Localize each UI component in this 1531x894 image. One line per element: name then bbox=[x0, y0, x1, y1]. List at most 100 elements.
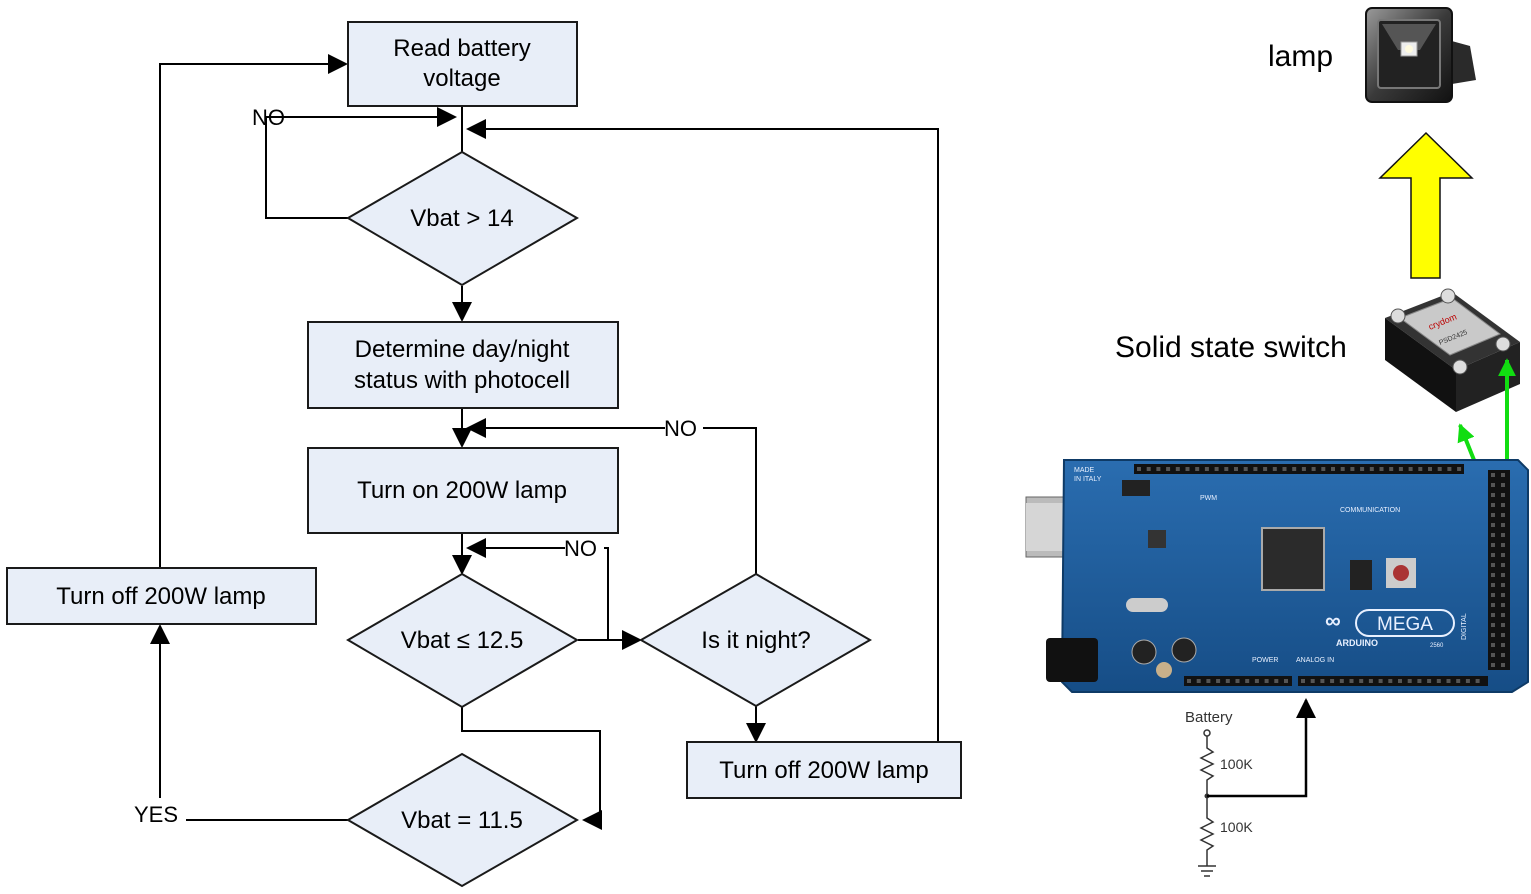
header-pin bbox=[1339, 679, 1344, 683]
header-pin bbox=[1245, 679, 1250, 683]
silk-digital: DIGITAL bbox=[1461, 613, 1468, 640]
header-pin bbox=[1501, 473, 1505, 477]
made-in-line1: MADE bbox=[1074, 467, 1095, 474]
header-pin bbox=[1254, 679, 1259, 683]
header-pin bbox=[1369, 467, 1374, 471]
silk-pwm: PWM bbox=[1200, 495, 1217, 502]
header-pin bbox=[1501, 543, 1505, 547]
power-jack bbox=[1046, 638, 1098, 682]
header-pin bbox=[1330, 679, 1335, 683]
header-pin bbox=[1359, 679, 1364, 683]
turn-off-right-box: Turn off 200W lamp bbox=[686, 741, 962, 799]
header-pin bbox=[1491, 573, 1495, 577]
header-pin bbox=[1310, 679, 1315, 683]
header-pin bbox=[1501, 643, 1505, 647]
header-pin bbox=[1253, 467, 1258, 471]
header-pin bbox=[1378, 679, 1383, 683]
header-pin bbox=[1225, 679, 1230, 683]
header-pin bbox=[1501, 533, 1505, 537]
header-pin bbox=[1491, 523, 1495, 527]
header-pin bbox=[1388, 679, 1393, 683]
flood-lamp-image bbox=[1365, 7, 1476, 103]
header-pin bbox=[1491, 533, 1495, 537]
header-pin bbox=[1195, 467, 1200, 471]
header-pin bbox=[1417, 679, 1422, 683]
solid-state-relay-image: crydom PSD2425 bbox=[1385, 288, 1520, 412]
silk-power: POWER bbox=[1252, 657, 1278, 664]
determine-line1: Determine day/night bbox=[355, 336, 570, 363]
turn-off-left-label: Turn off 200W lamp bbox=[56, 583, 265, 610]
header-pin bbox=[1491, 473, 1495, 477]
turn-on-label: Turn on 200W lamp bbox=[357, 477, 567, 504]
header-pin bbox=[1301, 679, 1305, 683]
check-low-label: Vbat ≤ 12.5 bbox=[401, 627, 524, 654]
header-pin bbox=[1491, 553, 1495, 557]
header-pin bbox=[1501, 513, 1505, 517]
flowchart-shapes: Read battery voltage Vbat > 14 Determine… bbox=[6, 21, 962, 888]
header-pin bbox=[1398, 679, 1402, 683]
header-pin bbox=[1501, 653, 1505, 657]
header-pin bbox=[1491, 563, 1495, 567]
flowchart-connectors bbox=[150, 54, 939, 830]
header-pin bbox=[1501, 603, 1505, 607]
no-label-high: NO bbox=[252, 105, 285, 130]
header-pin bbox=[1501, 613, 1505, 617]
resistor-chain bbox=[1199, 736, 1215, 866]
header-pin bbox=[1272, 467, 1277, 471]
lamp-caption: lamp bbox=[1268, 40, 1333, 73]
header-pin bbox=[1321, 467, 1326, 471]
no-label-night: NO bbox=[664, 416, 697, 441]
header-pin bbox=[1243, 467, 1248, 471]
battery-terminal bbox=[1203, 729, 1211, 737]
header-pin bbox=[1501, 583, 1505, 587]
board-logo: ARDUINO bbox=[1336, 638, 1378, 648]
analog-input-wire bbox=[1207, 698, 1316, 798]
header-pin bbox=[1491, 543, 1495, 547]
read-voltage-box: Read battery voltage bbox=[347, 21, 578, 107]
check-high-diamond: Vbat > 14 bbox=[346, 150, 579, 287]
header-pin bbox=[1187, 679, 1191, 683]
reset-button bbox=[1393, 565, 1409, 581]
switch-caption: Solid state switch bbox=[1115, 331, 1347, 364]
header-pin bbox=[1446, 679, 1451, 683]
header-pin bbox=[1491, 623, 1495, 627]
header-pin bbox=[1137, 467, 1141, 471]
header-pin bbox=[1235, 679, 1240, 683]
header-pin bbox=[1216, 679, 1221, 683]
loop-to-read-voltage bbox=[159, 54, 348, 568]
header-pin bbox=[1360, 467, 1365, 471]
header-pin bbox=[1398, 467, 1403, 471]
header-pin bbox=[1146, 467, 1151, 471]
header-pin bbox=[1263, 467, 1268, 471]
header-pin bbox=[1501, 483, 1505, 487]
header-pin bbox=[1234, 467, 1238, 471]
header-pin bbox=[1491, 603, 1495, 607]
header-pin bbox=[1465, 679, 1470, 683]
header-pin bbox=[1428, 467, 1432, 471]
header-pin bbox=[1340, 467, 1345, 471]
silk-analog: ANALOG IN bbox=[1296, 657, 1334, 664]
no-loop-night bbox=[703, 427, 757, 574]
header-pin bbox=[1427, 679, 1432, 683]
header-pin bbox=[1320, 679, 1325, 683]
resistor-bottom-label: 100K bbox=[1220, 819, 1253, 835]
header-pin bbox=[1491, 593, 1495, 597]
header-pin bbox=[1214, 467, 1219, 471]
header-pin bbox=[1292, 467, 1297, 471]
header-pin bbox=[1436, 679, 1441, 683]
header-pin bbox=[1501, 503, 1505, 507]
header-pin bbox=[1457, 467, 1462, 471]
header-pin bbox=[1491, 583, 1495, 587]
header-pin bbox=[1501, 523, 1505, 527]
header-pin bbox=[1282, 467, 1287, 471]
header-pin bbox=[1166, 467, 1171, 471]
header-pin bbox=[1408, 467, 1413, 471]
turn-off-right-label: Turn off 200W lamp bbox=[719, 757, 928, 784]
header-pin bbox=[1350, 467, 1355, 471]
header-pin bbox=[1491, 513, 1495, 517]
determine-line2: status with photocell bbox=[354, 367, 570, 394]
atmega-chip bbox=[1261, 527, 1325, 591]
is-night-label: Is it night? bbox=[701, 627, 810, 654]
header-pin bbox=[1501, 663, 1505, 667]
